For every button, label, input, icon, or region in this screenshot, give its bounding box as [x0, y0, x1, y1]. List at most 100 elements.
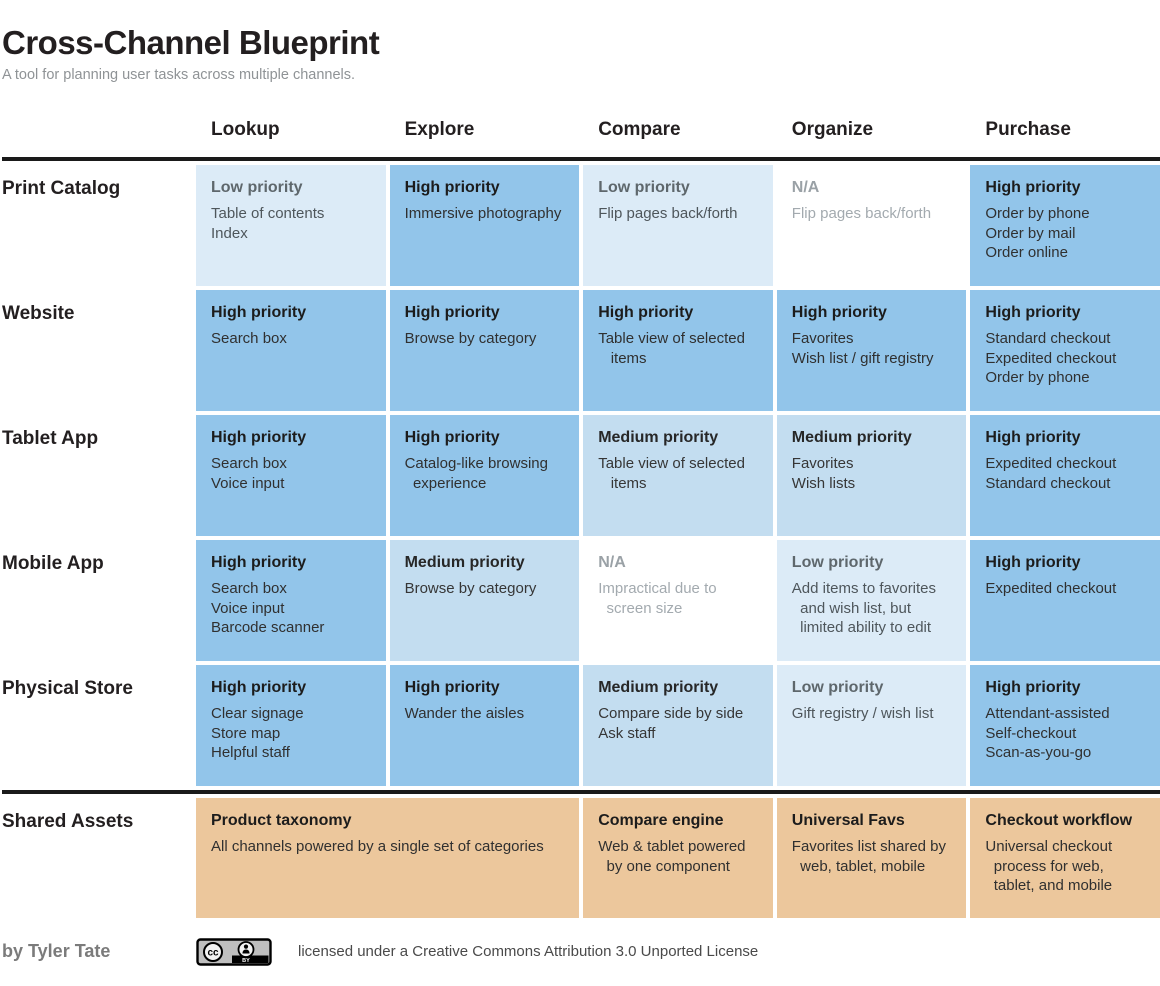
cell-print-catalog-lookup: Low priority Table of contents Index — [196, 164, 386, 286]
cell-priority-label: High priority — [211, 428, 307, 446]
cell-mobile-app-explore: Medium priority Browse by category — [389, 539, 580, 661]
cell-priority-label: N/A — [791, 178, 820, 196]
column-header-explore: Explore — [404, 118, 475, 140]
row-label-shared-assets: Shared Assets — [2, 810, 134, 832]
cell-shared-product-taxonomy: Product taxonomy All channels powered by… — [196, 797, 580, 918]
cell-priority-label: High priority — [404, 178, 500, 196]
cell-priority-label: High priority — [985, 303, 1081, 321]
cc-by-badge-icon: cc BY — [196, 938, 272, 966]
cell-physical-store-compare: Medium priority Compare side by side Ask… — [583, 664, 773, 786]
cell-shared-checkout-workflow: Checkout workflow Universal checkout pro… — [970, 797, 1160, 918]
cell-details: Wander the aisles — [404, 705, 525, 723]
cell-details: Clear signage Store map Helpful staff — [211, 705, 304, 762]
cell-shared-compare-engine: Compare engine Web & tablet powered by o… — [583, 797, 773, 918]
cell-priority-label: Medium priority — [791, 428, 912, 446]
cell-tablet-app-organize: Medium priority Favorites Wish lists — [776, 414, 967, 536]
cell-priority-label: High priority — [985, 178, 1081, 196]
cell-tablet-app-purchase: High priority Expedited checkout Standar… — [970, 414, 1160, 536]
shared-assets-divider — [2, 789, 1160, 794]
cell-priority-label: High priority — [404, 678, 500, 696]
page-title: Cross-Channel Blueprint — [2, 24, 380, 61]
cell-shared-universal-favs: Universal Favs Favorites list shared by … — [776, 797, 967, 918]
svg-text:cc: cc — [207, 947, 219, 958]
cell-priority-label: High priority — [791, 303, 887, 321]
cell-priority-label: Medium priority — [404, 553, 525, 571]
cell-physical-store-explore: High priority Wander the aisles — [389, 664, 580, 786]
cell-details: Table of contents Index — [211, 205, 325, 242]
author-credit: by Tyler Tate — [2, 941, 111, 962]
cell-details: Immersive photography — [404, 205, 562, 223]
cell-mobile-app-organize: Low priority Add items to favorites and … — [776, 539, 967, 661]
row-label-mobile-app: Mobile App — [2, 552, 104, 574]
cell-details: Impractical due to screen size — [598, 580, 717, 617]
cell-physical-store-organize: Low priority Gift registry / wish list — [776, 664, 967, 786]
cell-website-purchase: High priority Standard checkout Expedite… — [970, 289, 1160, 411]
page-subtitle: A tool for planning user tasks across mu… — [2, 66, 356, 83]
cell-details: Flip pages back/forth — [598, 205, 738, 223]
shared-asset-details: Web & tablet powered by one component — [598, 838, 746, 875]
shared-asset-title: Product taxonomy — [211, 811, 352, 829]
cell-details: Add items to favorites and wish list, bu… — [791, 580, 937, 637]
cell-priority-label: High priority — [404, 303, 500, 321]
cell-mobile-app-compare: N/A Impractical due to screen size — [583, 539, 773, 661]
cell-priority-label: High priority — [985, 428, 1081, 446]
cell-details: Table view of selected items — [598, 330, 745, 367]
blueprint-grid: Lookup Explore Compare Organize Purchase… — [2, 105, 1160, 918]
cell-priority-label: Low priority — [791, 678, 884, 696]
license-text: licensed under a Creative Commons Attrib… — [298, 943, 759, 961]
column-header-purchase: Purchase — [985, 118, 1071, 140]
cell-priority-label: Low priority — [598, 178, 690, 196]
cell-priority-label: High priority — [598, 303, 694, 321]
cell-tablet-app-compare: Medium priority Table view of selected i… — [583, 414, 773, 536]
shared-asset-title: Checkout workflow — [985, 811, 1133, 829]
cell-print-catalog-purchase: High priority Order by phone Order by ma… — [970, 164, 1160, 286]
cell-details: Expedited checkout — [985, 580, 1117, 598]
cell-details: Expedited checkout Standard checkout — [985, 455, 1117, 492]
cell-details: Browse by category — [404, 330, 537, 348]
cell-website-compare: High priority Table view of selected ite… — [583, 289, 773, 411]
cell-priority-label: High priority — [211, 678, 307, 696]
cell-priority-label: Low priority — [211, 178, 303, 196]
page: Cross-Channel Blueprint A tool for plann… — [0, 24, 1160, 966]
cell-details: Catalog-like browsing experience — [404, 455, 548, 492]
cell-tablet-app-explore: High priority Catalog-like browsing expe… — [389, 414, 580, 536]
cell-print-catalog-organize: N/A Flip pages back/forth — [776, 164, 967, 286]
cell-details: Standard checkout Expedited checkout Ord… — [985, 330, 1117, 387]
cell-details: Favorites Wish list / gift registry — [791, 330, 934, 367]
cell-details: Flip pages back/forth — [791, 205, 932, 223]
row-label-website: Website — [2, 302, 75, 324]
cell-physical-store-purchase: High priority Attendant-assisted Self-ch… — [970, 664, 1160, 786]
cell-priority-label: High priority — [404, 428, 500, 446]
cell-details: Order by phone Order by mail Order onlin… — [985, 205, 1090, 262]
cell-priority-label: Medium priority — [598, 428, 719, 446]
shared-asset-title: Universal Favs — [791, 811, 905, 829]
cell-details: Search box Voice input Barcode scanner — [211, 580, 325, 637]
column-header-compare: Compare — [598, 118, 681, 140]
cell-details: Table view of selected items — [598, 455, 745, 492]
cell-details: Search box Voice input — [211, 455, 287, 492]
cell-mobile-app-purchase: High priority Expedited checkout — [970, 539, 1160, 661]
cell-priority-label: High priority — [985, 553, 1081, 571]
shared-asset-details: Universal checkout process for web, tabl… — [985, 838, 1113, 895]
cell-priority-label: High priority — [985, 678, 1081, 696]
column-header-lookup: Lookup — [211, 118, 280, 140]
footer: by Tyler Tate cc BY licensed under a Cre… — [2, 938, 1160, 966]
cell-details: Compare side by side Ask staff — [598, 705, 744, 742]
shared-asset-details: Favorites list shared by web, tablet, mo… — [791, 838, 947, 875]
grid-corner — [2, 105, 192, 153]
cell-details: Browse by category — [404, 580, 537, 598]
cell-details: Favorites Wish lists — [791, 455, 856, 492]
column-header-organize: Organize — [791, 118, 874, 140]
row-label-physical-store: Physical Store — [2, 677, 133, 699]
cell-details: Gift registry / wish list — [791, 705, 934, 723]
svg-text:BY: BY — [242, 958, 250, 964]
cell-priority-label: Medium priority — [598, 678, 719, 696]
header-divider — [2, 156, 1160, 161]
cell-priority-label: High priority — [211, 553, 307, 571]
cell-print-catalog-explore: High priority Immersive photography — [389, 164, 580, 286]
cell-print-catalog-compare: Low priority Flip pages back/forth — [583, 164, 773, 286]
cell-details: Search box — [211, 330, 287, 348]
cell-priority-label: Low priority — [791, 553, 884, 571]
shared-asset-title: Compare engine — [598, 811, 724, 829]
cell-tablet-app-lookup: High priority Search box Voice input — [196, 414, 386, 536]
